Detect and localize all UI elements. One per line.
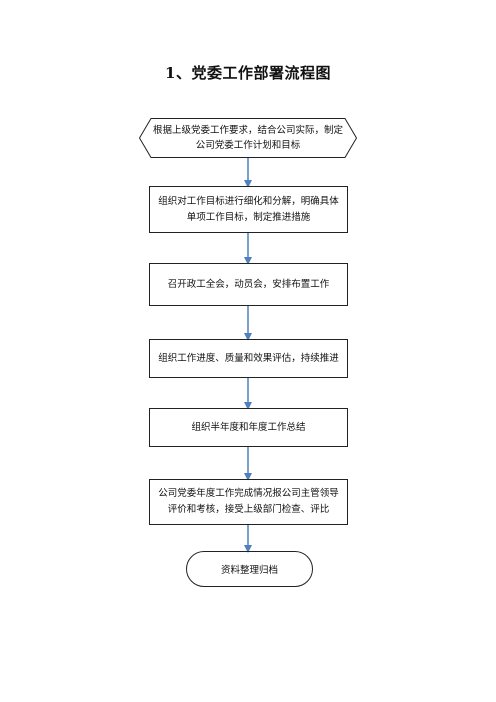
- hexagon-shape: [139, 118, 357, 158]
- flow-step-archive-text: 资料整理归档: [220, 565, 278, 576]
- flow-step-evaluation: 组织工作进度、质量和效果评估，持续推进: [149, 339, 348, 378]
- flow-step-archive: 资料整理归档: [186, 551, 313, 587]
- flow-step-refine-goals-text: 组织对工作目标进行细化和分解，明确具体单项工作目标，制定推进措施: [158, 195, 339, 223]
- flow-step-start: 根据上级党委工作要求，结合公司实际，制定公司党委工作计划和目标: [139, 118, 357, 158]
- flow-step-assessment: 公司党委年度工作完成情况报公司主管领导评价和考核，接受上级部门检查、评比: [149, 479, 348, 525]
- flow-step-evaluation-text: 组织工作进度、质量和效果评估，持续推进: [158, 352, 339, 364]
- page-title: 1、党委工作部署流程图: [165, 64, 331, 82]
- flow-step-start-text: 根据上级党委工作要求，结合公司实际，制定公司党委工作计划和目标: [153, 125, 344, 151]
- flow-step-meeting: 召开政工全会，动员会，安排布置工作: [149, 263, 348, 306]
- flow-step-assessment-text: 公司党委年度工作完成情况报公司主管领导评价和考核，接受上级部门检查、评比: [158, 488, 339, 515]
- flow-step-summary: 组织半年度和年度工作总结: [149, 408, 348, 447]
- flow-step-meeting-text: 召开政工全会，动员会，安排布置工作: [167, 278, 330, 290]
- flow-step-summary-text: 组织半年度和年度工作总结: [191, 421, 306, 433]
- flow-step-refine-goals: 组织对工作目标进行细化和分解，明确具体单项工作目标，制定推进措施: [149, 186, 348, 233]
